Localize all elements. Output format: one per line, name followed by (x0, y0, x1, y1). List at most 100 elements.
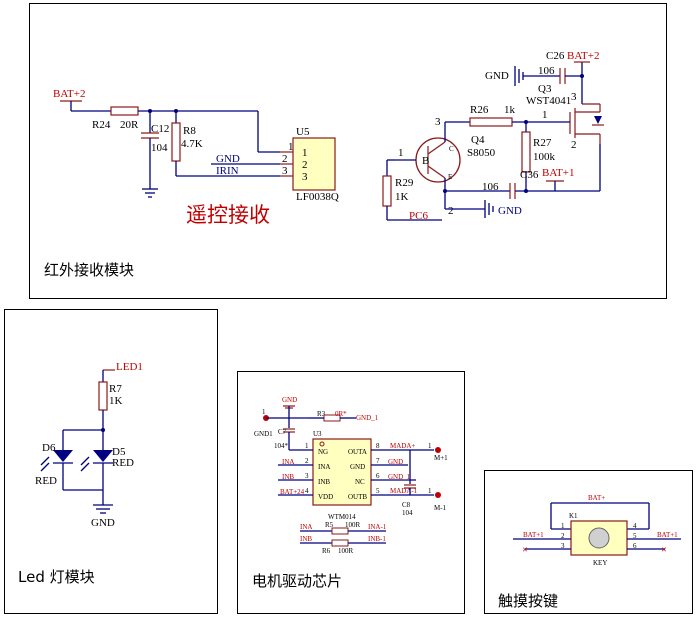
touch-bat-right-label: BAT+1 (657, 531, 678, 539)
svg-text:1: 1 (542, 109, 548, 121)
q4-label: Q4 (471, 134, 485, 146)
c26-value: 106 (538, 65, 555, 77)
r6-inb-right: INB-1 (368, 535, 386, 543)
motor-gnd-top-label: GND (282, 396, 297, 404)
k1-pin-1: 1 (561, 522, 565, 530)
pc6-net-label: PC6 (409, 210, 428, 222)
r26-resistor (469, 117, 513, 127)
key-label: KEY (593, 559, 607, 567)
r29-value: 1K (395, 191, 409, 203)
pin-nc: NC (355, 478, 365, 486)
u5-label: U5 (296, 126, 310, 138)
r7-resistor (98, 381, 108, 411)
d5-label: D5 (112, 446, 126, 458)
r5-label: R5 (325, 521, 334, 529)
motor-driver-schematic: GND 1 GND1 R3 0R* GND_1 C7 104* U3 NG IN… (254, 396, 448, 555)
q4-emitter-e: E (448, 173, 452, 181)
led-gnd-label: GND (91, 517, 115, 529)
c8-value: 104 (402, 509, 413, 517)
u5-pin-1: 1 (288, 141, 294, 153)
r24-resistor (110, 106, 139, 116)
u3-pin-num-3: 3 (305, 472, 309, 480)
k1-pin-3: 3 (561, 542, 565, 550)
pin-inb: INB (318, 478, 330, 486)
svg-text:3: 3 (435, 116, 441, 128)
r26-label: R26 (470, 104, 489, 116)
svg-text:1: 1 (428, 487, 432, 495)
r7-label: R7 (109, 383, 122, 395)
ir-receiver-caption: 红外接收模块 (44, 261, 135, 279)
pin-gnd: GND (350, 463, 365, 471)
u5-pin-2: 2 (282, 153, 288, 165)
bat-plus-24-label: BAT+24 (280, 488, 305, 496)
led1-net-label: LED1 (116, 361, 143, 373)
r6-label: R6 (322, 547, 331, 555)
pin-vdd: VDD (318, 493, 333, 501)
k1-label: K1 (569, 512, 578, 520)
r8-resistor (171, 122, 181, 162)
bat-plus-2-right-label: BAT+2 (567, 50, 599, 62)
r3-label: R3 (317, 410, 326, 418)
u3-pin-num-2: 2 (305, 457, 309, 465)
r7-value: 1K (109, 395, 123, 407)
r5-ina-right: INA-1 (368, 523, 387, 531)
u3-part-number: WTM014 (328, 513, 356, 521)
q4-base-b: B (422, 155, 429, 167)
touch-key-panel: BAT+ K1 1 2 3 4 5 6 BAT+1 BAT+1 ✕ ✕ KEY … (484, 470, 693, 614)
touch-key-schematic: BAT+ K1 1 2 3 4 5 6 BAT+1 BAT+1 ✕ ✕ KEY (513, 494, 681, 567)
u5-part-number: LF0038Q (296, 191, 339, 203)
ina-net-label: INA (282, 458, 294, 466)
q3-label: Q3 (538, 83, 552, 95)
u5-pin-3: 3 (282, 165, 288, 177)
irin-net-label: IRIN (216, 165, 239, 177)
mada-minus-label: MADA-1 (390, 487, 418, 495)
svg-text:1: 1 (428, 442, 432, 450)
r29-resistor (382, 175, 392, 207)
r24-value: 20R (120, 119, 139, 131)
gnd-net-label: GND (216, 153, 240, 165)
svg-text:3: 3 (302, 171, 308, 183)
d6-color-label: RED (35, 475, 57, 487)
pin-ina: INA (318, 463, 330, 471)
q4-part-number: S8050 (467, 147, 496, 159)
u3-pin-num-4: 4 (305, 487, 309, 495)
motor-gnd-net-label: GND (388, 458, 403, 466)
r27-value: 100k (533, 151, 556, 163)
k1-pin-6: 6 (633, 542, 637, 550)
svg-text:2: 2 (448, 205, 454, 217)
r8-value: 4.7K (181, 138, 203, 150)
c7-label: C7 (278, 428, 287, 436)
c12-label: C12 (151, 123, 169, 135)
d6-label: D6 (42, 442, 56, 454)
svg-text:1: 1 (398, 147, 404, 159)
bat-plus-2-label: BAT+2 (53, 88, 85, 100)
bat-plus-1-label: BAT+1 (542, 167, 574, 179)
u3-pin-num-8: 8 (376, 442, 380, 450)
r6-inb-left: INB (300, 535, 312, 543)
c12-value: 104 (151, 142, 168, 154)
q4-collector-c: C (449, 145, 454, 153)
k1-pin-2: 2 (561, 532, 565, 540)
svg-text:✕: ✕ (661, 546, 667, 554)
c36-value: 106 (482, 181, 499, 193)
c26-label: C26 (546, 50, 565, 62)
q3-mosfet (569, 103, 604, 144)
k1-pin-5: 5 (633, 532, 637, 540)
touch-bat-left-label: BAT+1 (523, 531, 544, 539)
r5-value: 100R (345, 521, 361, 529)
touch-key-caption: 触摸按键 (498, 592, 559, 610)
r8-label: R8 (183, 125, 196, 137)
ir-receiver-schematic: BAT+2 R24 20R C12 104 R8 4.7K GND IRIN (53, 50, 604, 227)
svg-text:2: 2 (302, 159, 308, 171)
r6-value: 100R (338, 547, 354, 555)
u3-motor-driver-ic (312, 438, 372, 506)
r27-resistor (521, 131, 531, 173)
mada-plus-label: MADA+ (390, 442, 415, 450)
motor-driver-panel: GND 1 GND1 R3 0R* GND_1 C7 104* U3 NG IN… (237, 371, 465, 614)
r24-label: R24 (92, 119, 111, 131)
ir-receiver-title: 遥控接收 (186, 203, 270, 227)
k1-pin-4: 4 (633, 522, 637, 530)
touch-bat-plus-label: BAT+ (588, 494, 605, 502)
c36-label: C36 (520, 169, 539, 181)
pin-outb: OUTB (348, 493, 367, 501)
